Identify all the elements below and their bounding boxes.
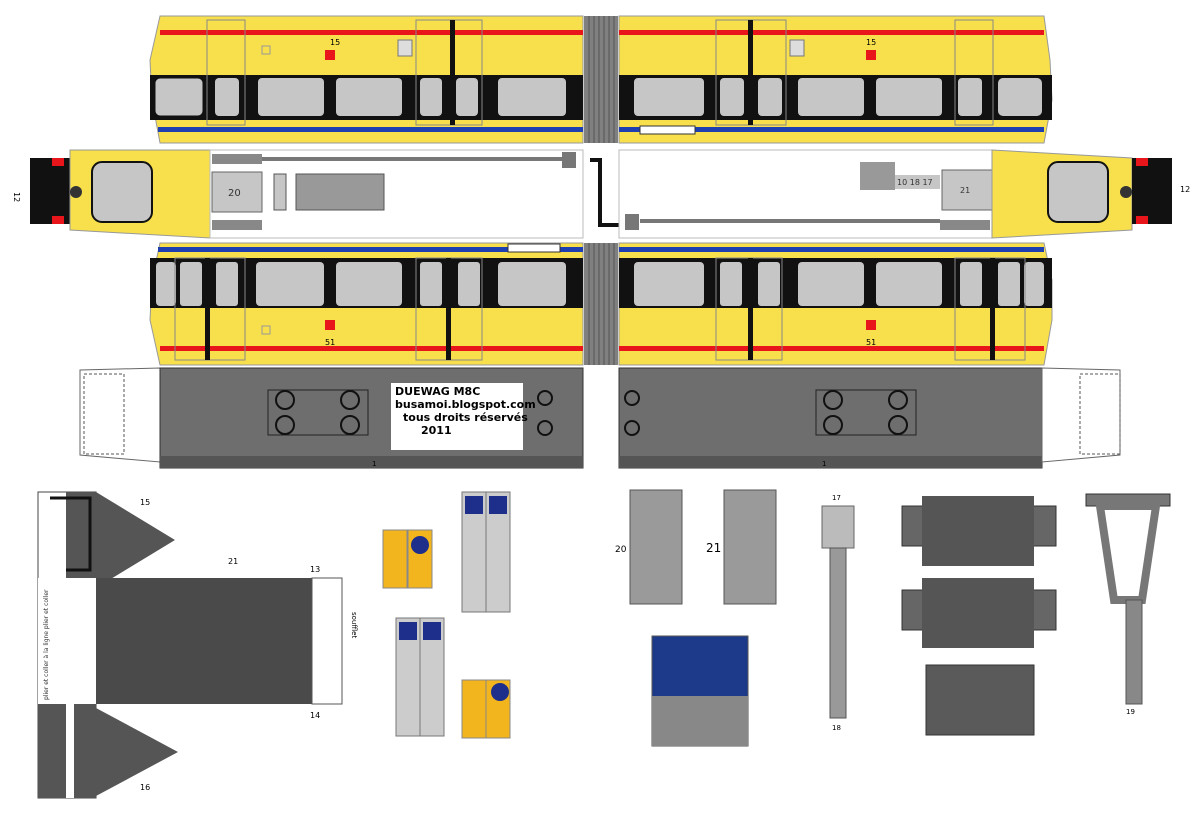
- side-bottom-label-a: 51: [325, 338, 335, 347]
- bogie-21-label: 21: [706, 541, 721, 555]
- floor-right-label: 1: [822, 460, 826, 468]
- side-bottom-label-b: 51: [866, 338, 876, 347]
- side-top-label-b: 15: [866, 38, 876, 47]
- joint-vertical-text: soufflet: [350, 612, 358, 638]
- caption-title: DUEWAG M8C: [395, 385, 481, 398]
- pantograph-label: 19: [1126, 708, 1135, 716]
- roof-group-right-label: 10 18 17: [897, 178, 933, 187]
- truck-plates: [901, 496, 1057, 736]
- tri-bottom-label: 16: [140, 783, 150, 792]
- caption-website: busamoi.blogspot.com: [395, 398, 536, 411]
- tri-top-label: 15: [140, 498, 150, 507]
- roof-panel-left-label: 20: [228, 188, 241, 199]
- roof-panel-right-label: 21: [960, 186, 970, 195]
- bogie-parts: 20 21: [615, 489, 777, 747]
- tab-13-label: 13: [310, 565, 320, 574]
- car-side-top: 15 15: [149, 15, 1053, 144]
- glue-text: plier et coller à la ligne plier et coll…: [43, 589, 50, 700]
- stop-signs: [382, 491, 511, 739]
- pole-top-label: 17: [832, 494, 841, 502]
- caption-year: 2011: [421, 424, 452, 437]
- tab-21-label: 21: [228, 557, 238, 566]
- bogie-20-label: 20: [615, 545, 627, 555]
- bellows-part: 15 plier et coller à la ligne plier et c…: [37, 491, 358, 799]
- floor-left-label: 1: [372, 460, 376, 468]
- car-side-bottom: 51 51: [149, 242, 1053, 366]
- tab-14-label: 14: [310, 711, 320, 720]
- pantograph-part: 19: [1085, 493, 1171, 716]
- side-top-label-a: 15: [330, 38, 340, 47]
- caption-rights: tous droits réservés: [403, 411, 528, 424]
- model-caption: DUEWAG M8C busamoi.blogspot.com tous dro…: [391, 383, 536, 450]
- underframe: 1 1: [79, 367, 1121, 469]
- roof-strip: 12 20 10 18 17 21 12: [12, 149, 1190, 239]
- pole-part: 17 18: [821, 494, 855, 732]
- pole-bottom-label: 18: [832, 724, 841, 732]
- roof-end-left-label: 12: [12, 192, 21, 202]
- roof-end-right-label: 12: [1180, 185, 1190, 194]
